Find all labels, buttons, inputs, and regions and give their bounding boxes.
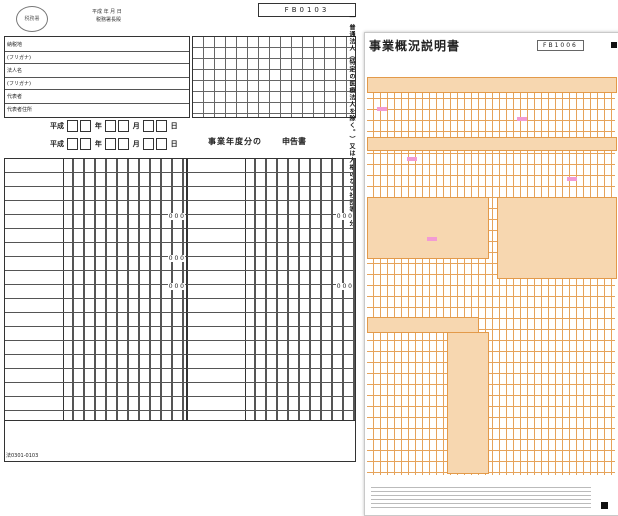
orange-entry-grid xyxy=(367,77,617,475)
pink-marker xyxy=(427,237,437,241)
addressee: 税務署長殿 xyxy=(96,17,122,23)
pink-marker xyxy=(517,117,527,121)
corner-mark xyxy=(601,502,608,509)
zero-digits: 0 0 0 xyxy=(335,213,353,220)
form-number: 法0301-0103 xyxy=(6,453,39,459)
pink-marker xyxy=(377,107,387,111)
row-labels xyxy=(187,159,246,457)
amount-cells xyxy=(63,159,187,457)
field-label: 代表者住所 xyxy=(7,107,33,113)
zero-digits: 0 0 0 xyxy=(335,283,353,290)
zero-digits: 0 0 0 xyxy=(167,283,185,290)
field-label: (フリガナ) xyxy=(7,81,31,87)
footnote-lines xyxy=(371,487,591,509)
field-label: 法人名 xyxy=(7,68,23,74)
taxpayer-info-box: 納税地 (フリガナ) 法人名 (フリガナ) 代表者 代表者住所 xyxy=(4,36,190,118)
section-block xyxy=(447,332,489,474)
section-band xyxy=(367,137,617,151)
corner-mark xyxy=(611,42,617,48)
business-overview-form: 事業概況説明書 FB1006 xyxy=(364,32,618,516)
back-form-code: FB1006 xyxy=(537,40,584,51)
form-code: FB0103 xyxy=(258,3,356,17)
tax-calc-table: 0 0 0 0 0 0 xyxy=(186,158,356,458)
period-to-row: 平成 年 月 日 xyxy=(50,138,178,150)
period-from-row: 平成 年 月 日 xyxy=(50,120,178,132)
office-use-box xyxy=(192,36,356,118)
field-label: (フリガナ) xyxy=(7,55,31,61)
form-title-suffix: 申告書 xyxy=(282,137,306,146)
form-title: 事業年度分の xyxy=(208,137,262,146)
row-labels xyxy=(5,159,64,457)
zero-digits: 0 0 0 xyxy=(167,213,185,220)
pink-marker xyxy=(407,157,417,161)
section-band xyxy=(367,77,617,93)
date-header: 平成 年 月 日 xyxy=(92,9,122,15)
section-block xyxy=(497,197,617,279)
back-form-title: 事業概況説明書 xyxy=(369,39,461,53)
corporate-tax-return-form: FB0103 税務署 平成 年 月 日 税務署長殿 納税地 (フリガナ) 法人名… xyxy=(4,3,356,462)
form-type-text: 一 普通法人（特定の医療法人を除く。）又は人格のない社団等の分 xyxy=(348,14,355,228)
section-block xyxy=(367,197,489,259)
income-calc-table: 0 0 0 0 0 0 0 0 0 xyxy=(4,158,188,458)
signature-footer xyxy=(4,420,356,462)
pink-marker xyxy=(567,177,577,181)
zero-digits: 0 0 0 xyxy=(167,255,185,262)
field-label: 代表者 xyxy=(7,94,23,100)
field-label: 納税地 xyxy=(7,42,23,48)
reception-stamp: 税務署 xyxy=(16,6,48,32)
section-band xyxy=(367,317,479,333)
amount-cells xyxy=(245,159,355,457)
